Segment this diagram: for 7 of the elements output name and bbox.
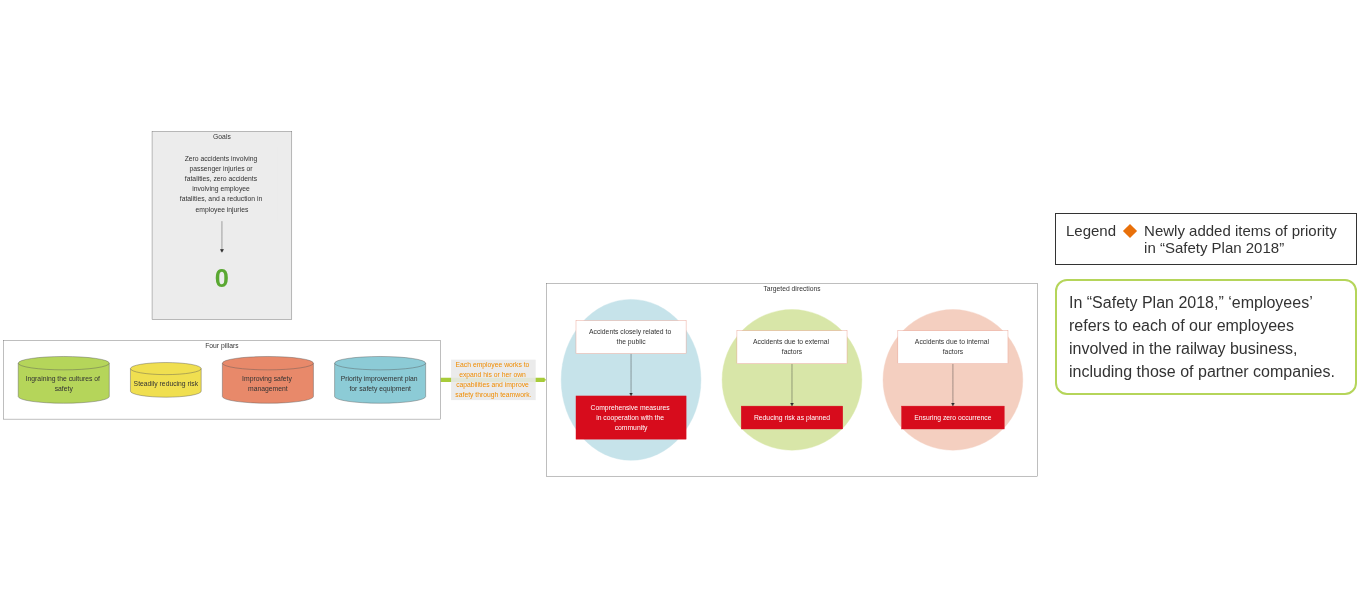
cluster [560,299,702,461]
node-text: 0 [214,263,229,293]
legend-text: Newly added items of priority in “Safety Plan 2018” [1144,221,1338,256]
note-text: In “Safety Plan 2018,” ‘employees’ refers to each of our employees involved in the railway business, including those of partner companies. [1055,278,1357,396]
cluster [721,309,863,451]
cluster [882,309,1023,451]
legend-title: Legend [1066,221,1117,239]
